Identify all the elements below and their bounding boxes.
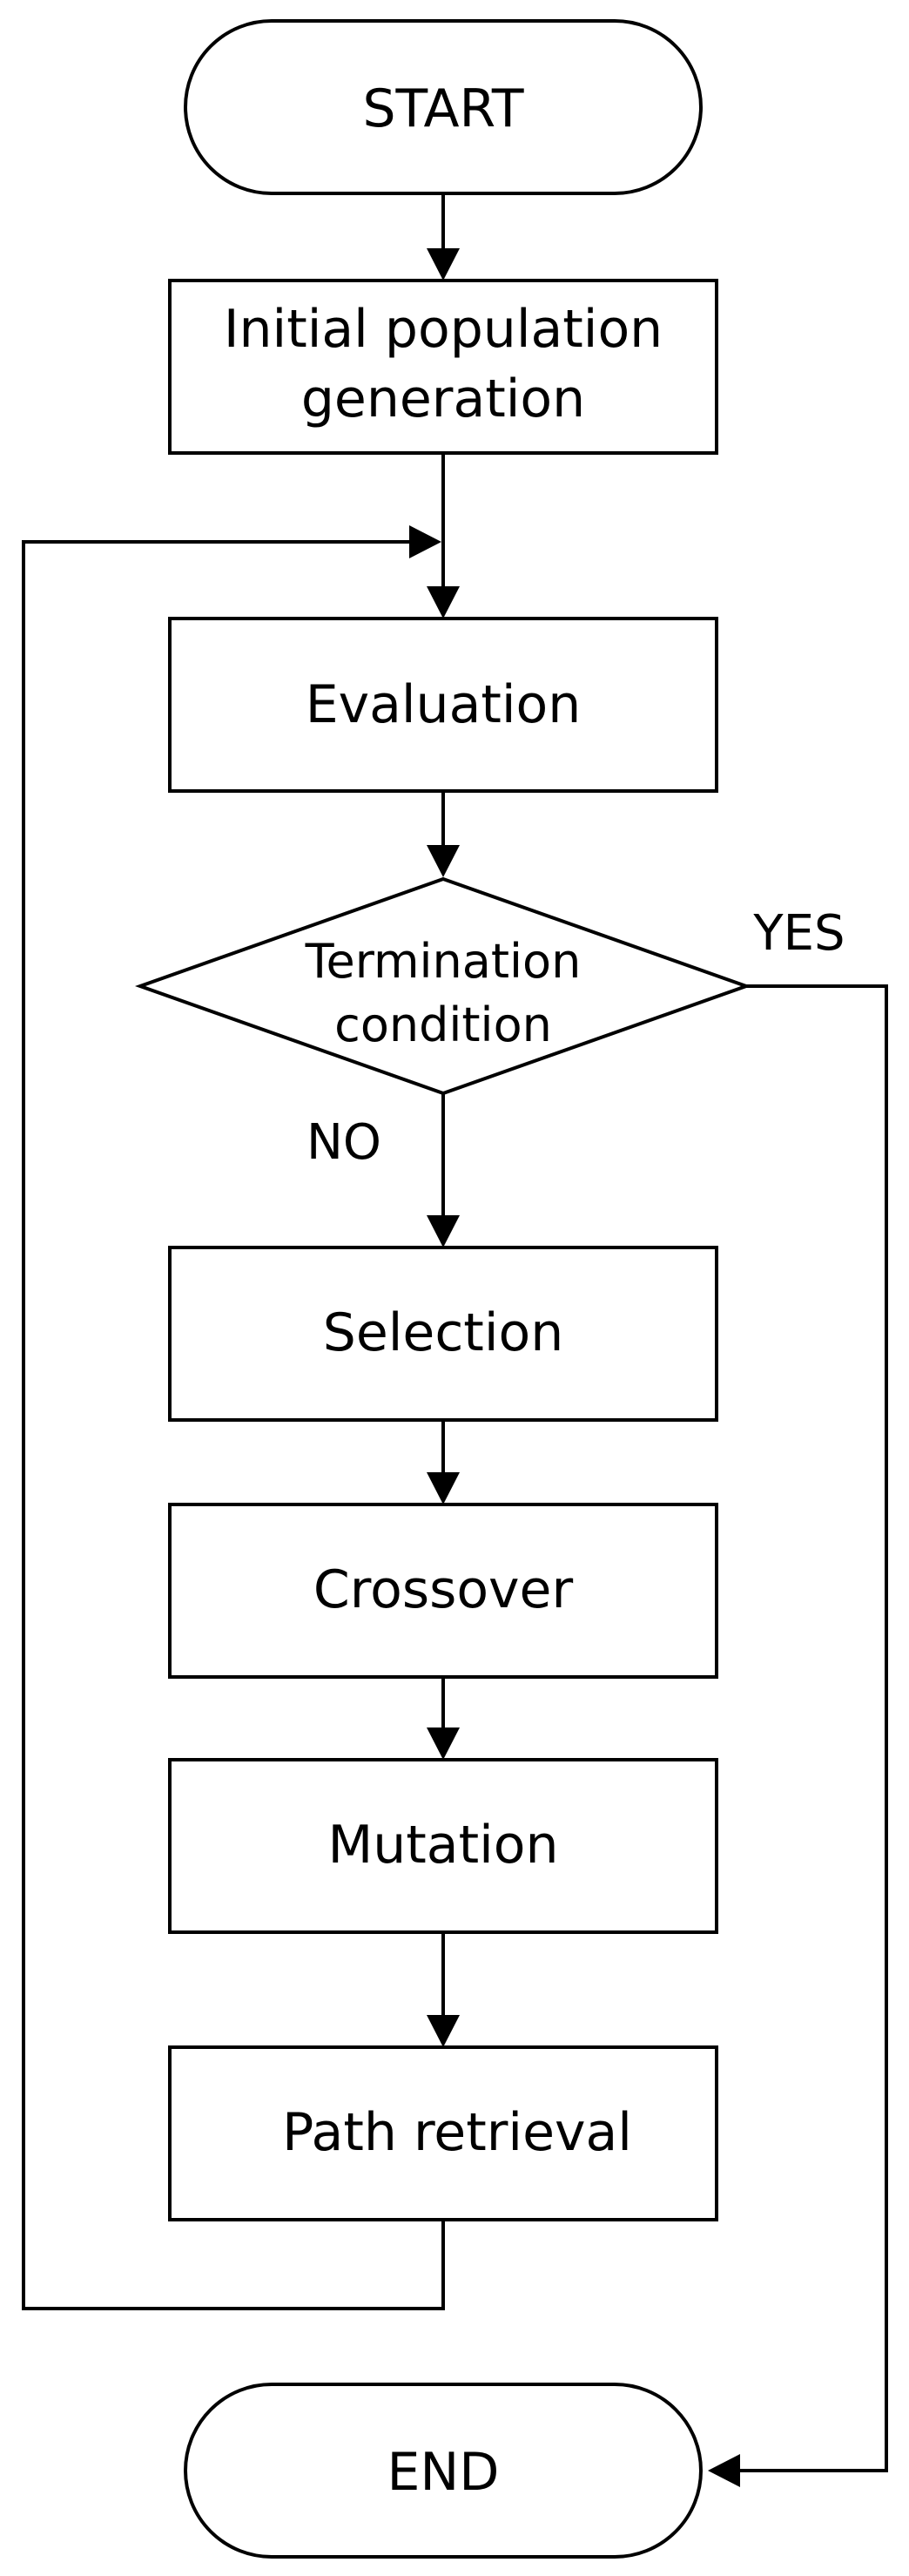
process-mutation: [168, 1758, 718, 1934]
end-label: END: [387, 2442, 500, 2503]
path-retrieval-label: Path retrieval: [282, 2102, 632, 2163]
end-terminal: [184, 2383, 703, 2559]
arrowhead: [427, 1727, 460, 1760]
arrowhead: [427, 586, 460, 619]
selection-label: Selection: [323, 1302, 564, 1363]
arrowhead: [427, 845, 460, 877]
termination-line1: Termination: [305, 934, 582, 989]
evaluation-label: Evaluation: [306, 674, 582, 735]
process-path-retrieval: [168, 2045, 718, 2221]
edge-yes-end: [740, 984, 888, 2472]
arrowhead: [427, 2015, 460, 2047]
no-label: NO: [306, 1114, 381, 1171]
arrowhead: [409, 525, 441, 558]
process-initial-population: [168, 279, 718, 455]
start-label: START: [362, 78, 523, 139]
arrowhead: [427, 1472, 460, 1504]
arrowhead: [427, 248, 460, 281]
initial-population-line1: Initial population: [224, 299, 663, 360]
edge-loop-back: [22, 540, 445, 2310]
initial-population-line2: generation: [301, 368, 585, 429]
arrowhead: [708, 2454, 740, 2487]
termination-line2: condition: [334, 997, 552, 1052]
yes-label: YES: [752, 905, 845, 962]
crossover-label: Crossover: [313, 1559, 574, 1620]
process-crossover: [168, 1503, 718, 1679]
process-selection: [168, 1246, 718, 1422]
mutation-label: Mutation: [327, 1815, 558, 1876]
arrowhead: [427, 1215, 460, 1247]
